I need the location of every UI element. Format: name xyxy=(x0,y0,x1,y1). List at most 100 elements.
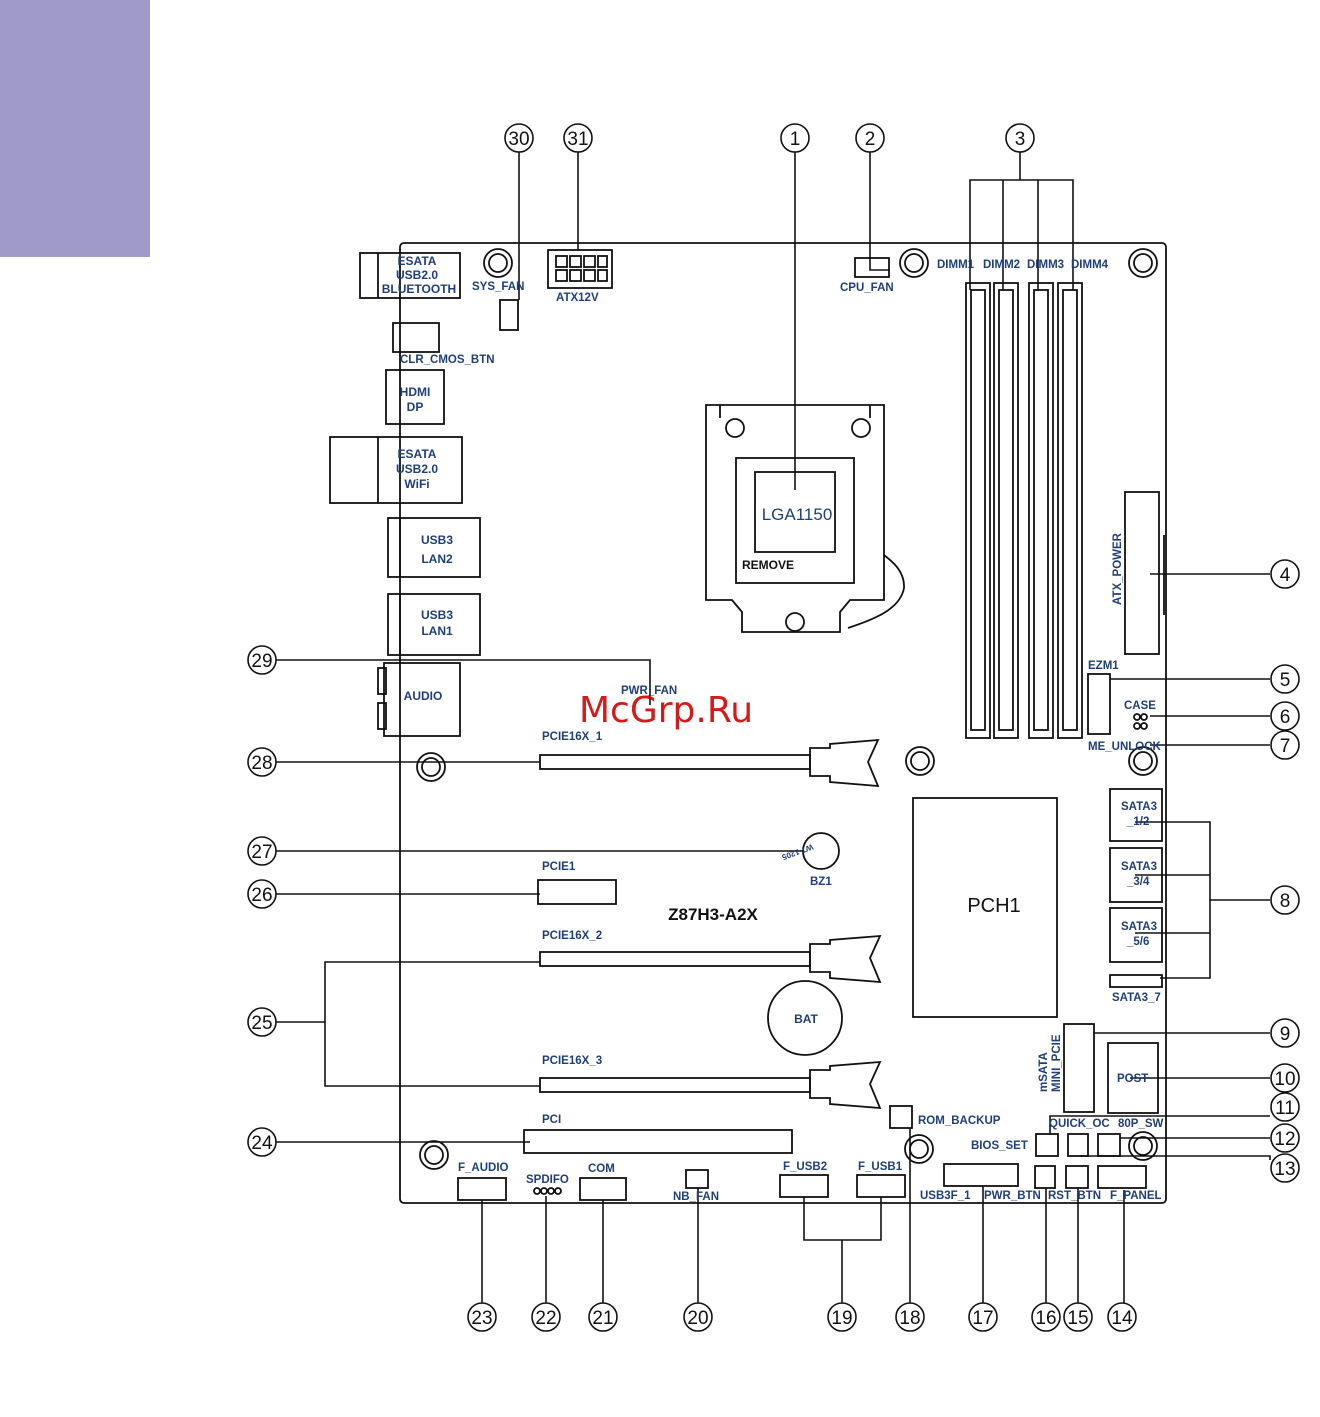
io-audio-label: AUDIO xyxy=(404,689,443,703)
label-pcie16x-2: PCIE16X_2 xyxy=(542,930,602,942)
section-tab xyxy=(0,0,150,257)
label-nb-fan: NB_FAN xyxy=(673,1191,719,1203)
label-pwr-btn: PWR_BTN xyxy=(984,1190,1041,1202)
case-header xyxy=(1133,713,1148,730)
label-pcie16x-1: PCIE16X_1 xyxy=(542,731,603,743)
io-wifi-label: WiFi xyxy=(404,477,429,491)
label-cpu-fan: CPU_FAN xyxy=(840,282,894,294)
callout-20: 20 xyxy=(687,1308,708,1329)
label-dimm4: DIMM4 xyxy=(1071,259,1109,271)
label-quick-oc: QUICK_OC xyxy=(1049,1118,1110,1130)
callout-8: 8 xyxy=(1280,891,1291,912)
label-usb3f-1: USB3F_1 xyxy=(920,1190,971,1202)
label-sata3-34-b: _3/4 xyxy=(1126,876,1150,888)
f-usb2-header xyxy=(779,1174,829,1198)
quick-oc-button xyxy=(1067,1133,1089,1157)
label-dimm1: DIMM1 xyxy=(937,259,975,271)
spdifo-header xyxy=(533,1187,562,1195)
pwr-btn-button xyxy=(1034,1165,1056,1189)
label-pcie1: PCIE1 xyxy=(542,861,576,873)
label-sata3-12-b: _1/2 xyxy=(1126,816,1149,828)
io-usb3a-label: USB3 xyxy=(421,533,453,547)
callout-25: 25 xyxy=(251,1013,272,1034)
io-dp-label: DP xyxy=(407,400,424,414)
callout-13: 13 xyxy=(1274,1159,1295,1180)
label-sata3-56-b: _5/6 xyxy=(1126,936,1149,948)
mounting-holes xyxy=(416,248,1158,1170)
rst-btn-button xyxy=(1065,1165,1089,1189)
bios-set-button xyxy=(1035,1133,1059,1157)
callout-28: 28 xyxy=(251,753,272,774)
label-pcie16x-3: PCIE16X_3 xyxy=(542,1055,602,1067)
pcie16x-3-slot xyxy=(539,1060,882,1110)
nb-fan-header xyxy=(685,1169,709,1189)
label-80p-sw: 80P_SW xyxy=(1118,1118,1164,1130)
io-hdmi-block xyxy=(385,369,445,425)
f-usb1-header xyxy=(856,1174,906,1198)
callout-15: 15 xyxy=(1067,1308,1088,1329)
label-dimm3: DIMM3 xyxy=(1027,259,1064,271)
callout-19: 19 xyxy=(831,1308,852,1329)
usb3f-1-header xyxy=(943,1163,1019,1187)
watermark: McGrp.Ru xyxy=(579,690,753,731)
io-esata-label: ESATA xyxy=(398,254,437,268)
callout-16: 16 xyxy=(1035,1308,1056,1329)
pch-chip xyxy=(912,797,1058,1018)
label-bz1: BZ1 xyxy=(810,876,832,888)
callout-14: 14 xyxy=(1111,1308,1133,1329)
board-outline xyxy=(399,242,1167,1204)
label-msata: mSATA xyxy=(1038,1052,1050,1092)
label-me-unlock: ME_UNLOCK xyxy=(1088,741,1162,753)
label-pwr-fan: PWR_FAN xyxy=(621,685,677,697)
label-post: POST xyxy=(1117,1073,1148,1085)
io-usb3-lan1-block xyxy=(387,593,481,656)
label-mini-pcie: MINI_PCIE xyxy=(1051,1034,1063,1092)
label-rst-btn: RST_BTN xyxy=(1048,1190,1101,1202)
callout-4: 4 xyxy=(1280,565,1291,586)
io-esata-wifi-block xyxy=(329,436,463,504)
callout-10: 10 xyxy=(1274,1069,1295,1090)
callout-23: 23 xyxy=(471,1308,492,1329)
callout-1: 1 xyxy=(790,129,801,150)
sata3-12-port xyxy=(1109,788,1163,842)
label-clr-cmos-btn: CLR_CMOS_BTN xyxy=(400,354,495,366)
label-f-panel: F_PANEL xyxy=(1110,1190,1162,1202)
label-rom-backup: ROM_BACKUP xyxy=(918,1115,1001,1127)
label-f-audio: F_AUDIO xyxy=(458,1162,509,1174)
cpu-remove-label: REMOVE xyxy=(742,558,794,572)
cpu-fan-header xyxy=(854,257,890,278)
f-audio-header xyxy=(457,1177,507,1201)
callout-27: 27 xyxy=(251,842,272,863)
label-ezm1: EZM1 xyxy=(1088,660,1119,672)
io-esata2-label: ESATA xyxy=(398,447,437,461)
cpu-socket xyxy=(705,404,905,633)
ezm1-header xyxy=(1087,673,1111,735)
callout-26: 26 xyxy=(251,885,272,906)
callout-22: 22 xyxy=(535,1308,556,1329)
callout-2: 2 xyxy=(865,129,876,150)
com-header xyxy=(579,1177,627,1201)
callout-18: 18 xyxy=(899,1308,920,1329)
callout-3: 3 xyxy=(1015,129,1026,150)
callout-5: 5 xyxy=(1280,670,1291,691)
label-atx12v: ATX12V xyxy=(556,292,599,304)
callout-12: 12 xyxy=(1274,1129,1295,1150)
label-com: COM xyxy=(588,1163,615,1175)
pcie16x-1-slot xyxy=(539,738,880,788)
label-sata3-56-a: SATA3 xyxy=(1121,921,1157,933)
io-usb3-lan2-block xyxy=(387,517,481,578)
io-lan1-label: LAN1 xyxy=(421,624,453,638)
label-bios-set: BIOS_SET xyxy=(971,1140,1028,1152)
callout-31: 31 xyxy=(567,129,588,150)
callout-6: 6 xyxy=(1280,707,1291,728)
label-dimm2: DIMM2 xyxy=(983,259,1020,271)
label-sata3-7: SATA3_7 xyxy=(1112,992,1161,1004)
msata-slot xyxy=(1063,1023,1095,1113)
callout-7: 7 xyxy=(1280,736,1291,757)
callout-9: 9 xyxy=(1280,1024,1291,1045)
label-buzzer-marking: WT-1205 xyxy=(780,842,814,862)
pch-label: PCH1 xyxy=(967,895,1020,917)
label-f-usb1: F_USB1 xyxy=(858,1161,903,1173)
callout-30: 30 xyxy=(508,129,529,150)
